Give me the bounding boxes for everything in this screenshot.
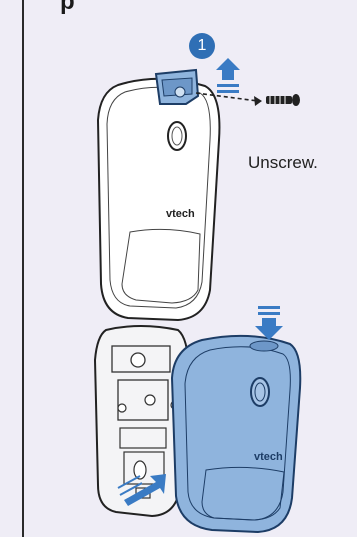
down-arrow-icon: [255, 306, 283, 340]
brand-label-step2: vtech: [254, 451, 283, 463]
